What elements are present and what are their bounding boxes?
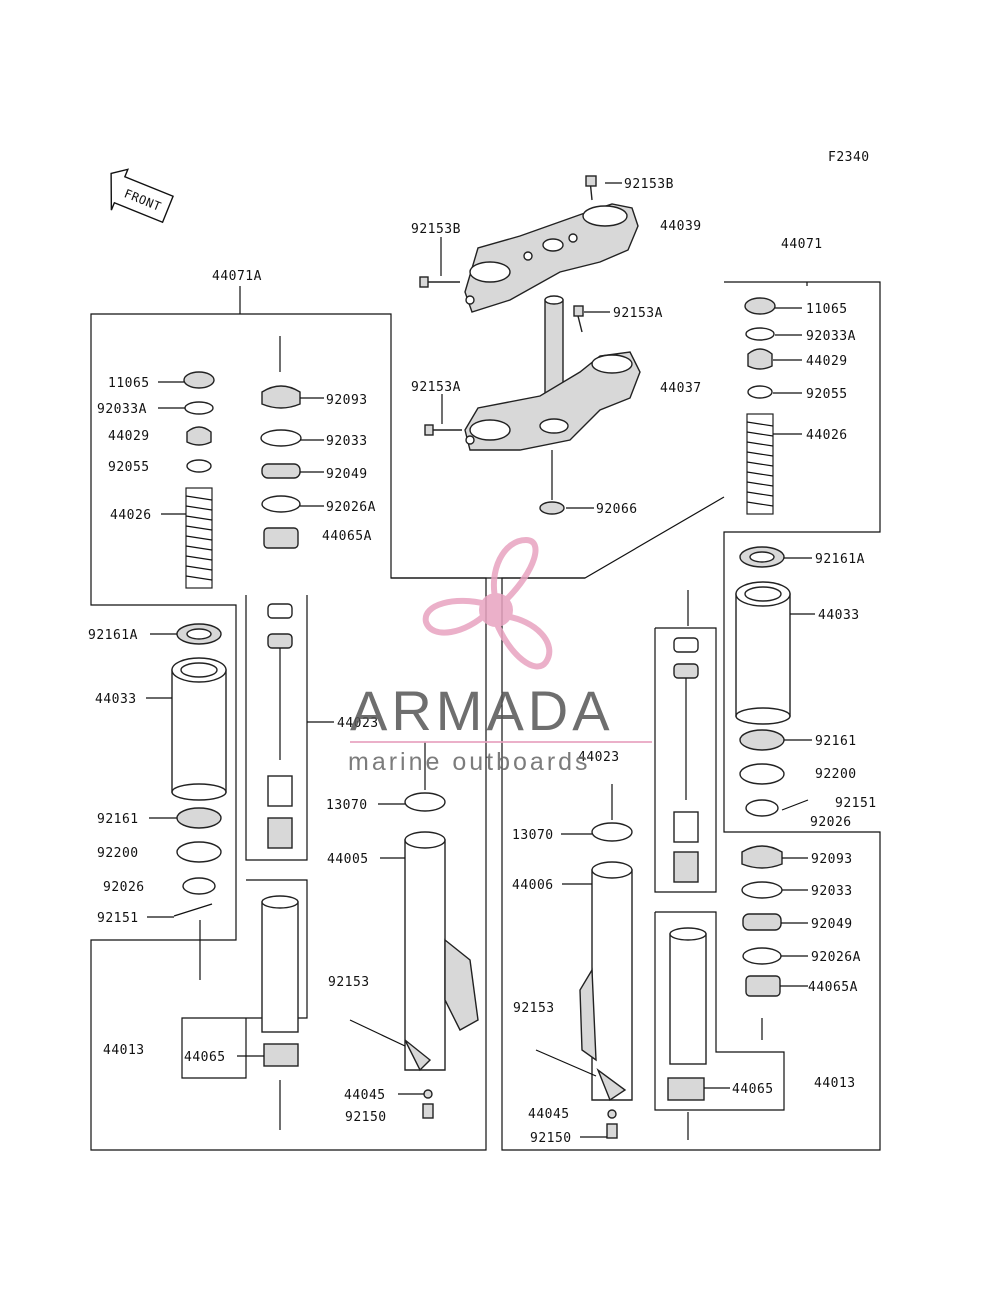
part-label: 44005 xyxy=(327,852,369,867)
part-label: 92153A xyxy=(411,380,461,395)
part-label: 44065A xyxy=(322,529,372,544)
right-leg-parts xyxy=(667,297,809,1140)
part-label: 92055 xyxy=(108,460,150,475)
left-leg-parts xyxy=(171,336,302,1130)
part-label: 44023 xyxy=(337,716,379,731)
part-label: 92093 xyxy=(326,393,368,408)
part-label: 11065 xyxy=(108,376,150,391)
part-label: 92153 xyxy=(513,1001,555,1016)
figure-code: F2340 xyxy=(828,150,870,165)
part-label: 92151 xyxy=(835,796,877,811)
part-label: 92153 xyxy=(328,975,370,990)
part-label: 44045 xyxy=(344,1088,386,1103)
part-label: 92161A xyxy=(88,628,138,643)
part-label: 92150 xyxy=(345,1110,387,1125)
part-label: 44065A xyxy=(808,980,858,995)
part-label: 92026A xyxy=(811,950,861,965)
assembly-outlines xyxy=(90,281,881,1151)
part-label: 92033 xyxy=(811,884,853,899)
part-label: 44029 xyxy=(806,354,848,369)
part-label: 44065 xyxy=(732,1082,774,1097)
part-label: 44033 xyxy=(95,692,137,707)
propeller-icon xyxy=(422,536,553,670)
watermark-title: ARMADA xyxy=(350,679,614,742)
part-label: 11065 xyxy=(806,302,848,317)
part-label: 92033A xyxy=(806,329,856,344)
part-label: 92161 xyxy=(97,812,139,827)
part-label: 44039 xyxy=(660,219,702,234)
part-label: 92026 xyxy=(810,815,852,830)
part-label: 92153B xyxy=(411,222,461,237)
part-label: 92066 xyxy=(596,502,638,517)
part-label: 92049 xyxy=(326,467,368,482)
watermark-subtitle: marine outboards xyxy=(348,748,591,776)
part-label: 92200 xyxy=(815,767,857,782)
part-labels: 44071A 44071 11065 92033A 44029 92055 44… xyxy=(88,177,877,1146)
part-label: 13070 xyxy=(326,798,368,813)
part-label: 92151 xyxy=(97,911,139,926)
part-label: 92153B xyxy=(624,177,674,192)
right-outer-tube xyxy=(535,784,633,1139)
watermark-logo: ARMADA marine outboards xyxy=(348,536,652,776)
part-label: 92161A xyxy=(815,552,865,567)
part-label: 92200 xyxy=(97,846,139,861)
part-label: 44013 xyxy=(103,1043,145,1058)
part-label: 92049 xyxy=(811,917,853,932)
part-label: 92033A xyxy=(97,402,147,417)
part-label: 92033 xyxy=(326,434,368,449)
part-label: 44033 xyxy=(818,608,860,623)
assembly-label-right: 44071 xyxy=(781,237,823,252)
upper-fork-bracket xyxy=(419,175,639,313)
left-cover-tube xyxy=(171,657,227,801)
right-spring xyxy=(746,413,774,515)
part-label: 13070 xyxy=(512,828,554,843)
part-label: 44026 xyxy=(110,508,152,523)
part-label: 92093 xyxy=(811,852,853,867)
leader-lines xyxy=(146,182,815,1138)
assembly-label-left: 44071A xyxy=(212,269,262,284)
part-label: 44045 xyxy=(528,1107,570,1122)
left-outer-tube xyxy=(349,742,479,1119)
left-spring xyxy=(185,487,213,589)
right-cover-tube xyxy=(735,581,791,725)
part-label: 44013 xyxy=(814,1076,856,1091)
front-arrow-icon: FRONT xyxy=(110,168,174,224)
part-label: 92026A xyxy=(326,500,376,515)
part-label: 92055 xyxy=(806,387,848,402)
part-label: 92161 xyxy=(815,734,857,749)
part-label: 44029 xyxy=(108,429,150,444)
part-label: 44023 xyxy=(578,750,620,765)
part-label: 44006 xyxy=(512,878,554,893)
part-label: 92153A xyxy=(613,306,663,321)
part-label: 92150 xyxy=(530,1131,572,1146)
part-label: 44065 xyxy=(184,1050,226,1065)
part-label: 44026 xyxy=(806,428,848,443)
part-label: 44037 xyxy=(660,381,702,396)
stem-lower-bracket xyxy=(424,295,641,515)
part-label: 92026 xyxy=(103,880,145,895)
